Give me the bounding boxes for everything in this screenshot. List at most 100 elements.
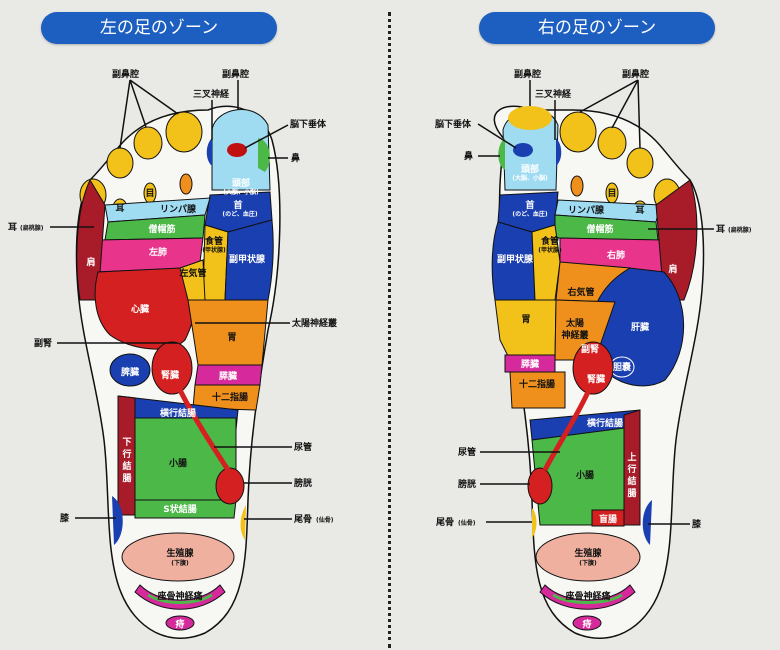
right-nose-zone xyxy=(498,138,505,170)
right-pituitary xyxy=(513,143,533,157)
right-coccyx-sub: (仙骨) xyxy=(458,519,476,527)
left-trapezius-label: 僧帽筋 xyxy=(148,223,175,235)
left-toe-4 xyxy=(106,147,134,179)
right-sinus-label: 副鼻腔 xyxy=(514,68,541,80)
left-eye-label: 目 xyxy=(145,188,154,199)
left-sigmoid-label: S状結腸 xyxy=(163,503,196,515)
svg-text:腸: 腸 xyxy=(122,473,131,484)
left-shoulder-zone xyxy=(76,178,106,301)
right-esophagus-label: 食管 xyxy=(540,235,559,247)
left-sinus-label-2: 副鼻腔 xyxy=(222,68,249,80)
left-parathyroid-label: 副甲状腺 xyxy=(229,253,266,265)
right-foot-title: 右の足のゾーン xyxy=(479,12,715,44)
left-head-label: 頭部 xyxy=(232,177,250,189)
left-nose-label: 鼻 xyxy=(291,152,300,164)
left-bladder-label: 膀胱 xyxy=(293,477,312,489)
left-heart-label: 心臓 xyxy=(131,303,149,315)
left-adrenal-label: 副腎 xyxy=(34,337,52,349)
right-liver-label: 肝臓 xyxy=(631,321,649,333)
right-ear-outer-label: 耳 xyxy=(716,224,725,235)
right-toe-2 xyxy=(559,111,597,153)
left-shoulder-label: 肩 xyxy=(85,256,95,268)
left-kidney-label: 腎臓 xyxy=(161,369,179,381)
right-sinus-lines-2 xyxy=(579,79,641,149)
left-sinus-lines xyxy=(119,79,179,149)
left-toe-2 xyxy=(165,111,203,153)
left-spleen-label: 脾臓 xyxy=(120,366,139,378)
svg-text:上: 上 xyxy=(627,451,636,463)
left-sciatic-label: 座骨神経痛 xyxy=(156,590,202,602)
right-gallbladder-label: 胆嚢 xyxy=(613,361,632,373)
right-eye-a xyxy=(570,175,584,197)
right-stomach-zone xyxy=(494,299,557,361)
right-esophagus-sub: (甲状腺) xyxy=(538,246,562,254)
left-coccyx-label: 尾骨 xyxy=(293,514,312,525)
left-pituitary xyxy=(227,143,247,157)
left-spleen-zone xyxy=(109,353,151,387)
left-pituitary-line xyxy=(244,124,289,149)
right-reproductive-sub: (下腹) xyxy=(579,559,597,567)
left-pancreas-label: 膵臓 xyxy=(219,370,237,382)
left-solar-plexus-label: 太陽神経叢 xyxy=(291,317,338,329)
right-lymph-label: リンパ腺 xyxy=(568,204,605,216)
right-ear-label: 耳 xyxy=(635,205,644,216)
left-nose-zone xyxy=(258,138,270,172)
right-bladder-label: 膀胱 xyxy=(457,478,476,490)
right-kidney-label: 腎臓 xyxy=(587,373,605,385)
left-stomach-label: 胃 xyxy=(227,332,236,343)
left-foot: 頭部 (大脳、小脳) 首 (のど、血圧) 目 耳 リンパ腺 僧帽筋 左肺 食管 … xyxy=(8,68,338,639)
right-ureter-label: 尿管 xyxy=(458,446,476,458)
right-sciatic-inner xyxy=(552,593,623,604)
left-hemorrhoid-zone xyxy=(165,615,195,631)
left-coccyx-sub: (仙骨) xyxy=(316,516,334,524)
right-shoulder-label: 肩 xyxy=(667,263,677,275)
left-knee-zone xyxy=(112,496,123,545)
left-sciatic-zone xyxy=(134,584,226,610)
right-eye-label: 目 xyxy=(607,188,616,199)
right-trigeminal-label: 三叉神経 xyxy=(535,88,572,100)
right-solar-label: 太陽 xyxy=(565,317,584,329)
right-duodenum-zone xyxy=(509,371,566,409)
right-kidney-zone xyxy=(572,341,614,395)
right-foot: 頭部 (大脳、小脳) 首 (のど、血圧) 目 耳 リンパ腺 僧帽筋 右肺 食管 … xyxy=(434,68,752,639)
svg-text:下: 下 xyxy=(122,437,131,448)
right-trigeminal-zone xyxy=(556,138,562,166)
right-cecum-zone xyxy=(591,509,625,527)
svg-text:腸: 腸 xyxy=(627,488,636,499)
left-lung-label: 左肺 xyxy=(148,246,167,258)
right-ureter-line xyxy=(542,390,591,472)
right-sinus-label-2: 副鼻腔 xyxy=(622,68,649,80)
left-transverse-colon-label: 横行結腸 xyxy=(160,407,196,419)
right-reproductive-label: 生殖腺 xyxy=(574,547,602,559)
center-divider xyxy=(388,12,391,648)
right-transverse-colon-label: 横行結腸 xyxy=(587,417,623,429)
left-foot-title: 左の足のゾーン xyxy=(41,12,277,44)
right-shoulder-zone xyxy=(655,179,698,301)
svg-text:行: 行 xyxy=(626,463,636,475)
right-hemorrhoid-zone xyxy=(572,615,602,631)
left-hemorrhoid-label: 痔 xyxy=(175,618,184,630)
right-bladder-zone xyxy=(527,467,553,505)
left-pituitary-label: 脳下垂体 xyxy=(289,118,327,130)
right-hemorrhoid-label: 痔 xyxy=(582,618,591,630)
right-small-intestine-label: 小腸 xyxy=(575,469,594,481)
left-ear-outer-sub: (扁桃腺) xyxy=(20,224,44,232)
right-coccyx-zone xyxy=(532,508,537,538)
svg-text:結: 結 xyxy=(627,475,636,487)
right-duodenum-label: 十二指腸 xyxy=(519,378,555,390)
left-ear-label: 耳 xyxy=(115,203,124,214)
left-bladder-zone xyxy=(215,467,245,505)
left-descending-colon-label: 下 行 結 腸 xyxy=(121,437,131,484)
right-pancreas-label: 膵臓 xyxy=(521,358,539,370)
left-coccyx-zone xyxy=(240,505,246,540)
left-lymph-label: リンパ腺 xyxy=(160,203,197,215)
right-ascending-colon-label: 上 行 結 腸 xyxy=(626,451,636,499)
right-head-sub: (大脳、小脳) xyxy=(512,174,548,182)
right-parathyroid-label: 副甲状腺 xyxy=(497,253,534,265)
right-pituitary-label: 脳下垂体 xyxy=(434,118,472,130)
left-bronchus-label: 左気管 xyxy=(178,267,206,279)
left-duodenum-label: 十二指腸 xyxy=(212,391,248,403)
svg-text:行: 行 xyxy=(121,448,131,460)
right-nose-label: 鼻 xyxy=(464,150,473,162)
left-sinus-label: 副鼻腔 xyxy=(112,68,139,80)
